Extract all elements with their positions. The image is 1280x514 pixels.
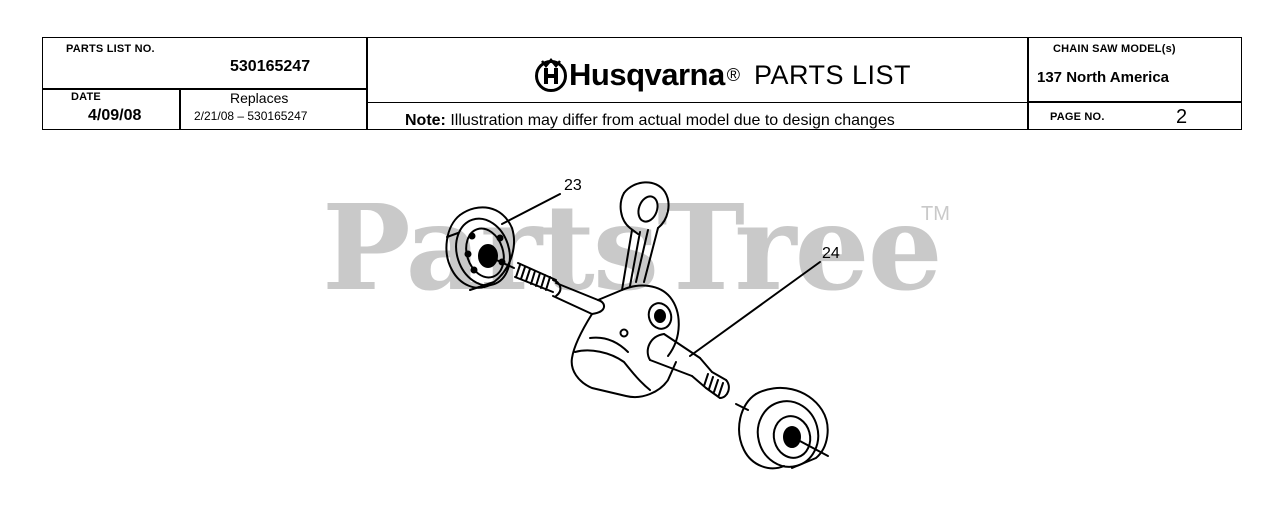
trademark-mark: TM	[921, 203, 950, 225]
leader-line-24	[689, 261, 821, 357]
title-cell: Husqvarna ® PARTS LIST Note: Illustratio…	[366, 37, 1029, 130]
page-no-value: 2	[1176, 106, 1188, 128]
brand-name: Husqvarna	[569, 57, 725, 92]
callout-23: 23	[564, 177, 582, 194]
replaces-label: Replaces	[230, 90, 289, 106]
note-text: Illustration may differ from actual mode…	[445, 112, 895, 129]
crankshaft-body	[570, 284, 680, 398]
parts-list-no-cell: PARTS LIST NO. 530165247	[42, 37, 368, 90]
leader-line-23	[501, 193, 561, 225]
illustration-note: Note: Illustration may differ from actua…	[405, 112, 895, 130]
brand-title: Husqvarna ® PARTS LIST	[533, 57, 911, 93]
page-no-cell: PAGE NO. 2	[1027, 101, 1242, 130]
model-label: CHAIN SAW MODEL(s)	[1053, 43, 1176, 55]
date-label: DATE	[71, 91, 101, 103]
note-label: Note:	[405, 112, 446, 129]
parts-list-header: PARTS LIST NO. 530165247 DATE 4/09/08 Re…	[42, 37, 1242, 130]
model-value: 137 North America	[1037, 69, 1169, 86]
bearing-lower-drawing	[735, 387, 829, 470]
registered-mark: ®	[726, 64, 740, 85]
partstree-watermark: PartsTree	[322, 178, 943, 317]
callout-24: 24	[822, 245, 840, 262]
parts-list-no-label: PARTS LIST NO.	[66, 43, 155, 55]
connecting-rod	[619, 181, 670, 291]
replaces-cell: Replaces 2/21/08 – 530165247	[179, 88, 368, 130]
model-cell: CHAIN SAW MODEL(s) 137 North America	[1027, 37, 1242, 103]
replaces-value: 2/21/08 – 530165247	[194, 109, 308, 123]
page-title: PARTS LIST	[754, 59, 912, 90]
date-value: 4/09/08	[88, 107, 142, 124]
crankshaft-left-thread	[514, 262, 605, 315]
bearing-23-drawing	[445, 206, 515, 291]
parts-list-no-value: 530165247	[230, 58, 311, 75]
husqvarna-crown-logo-icon	[535, 58, 567, 92]
title-divider	[367, 102, 1028, 103]
crankshaft-right-thread	[646, 333, 730, 399]
date-cell: DATE 4/09/08	[42, 88, 181, 130]
page-no-label: PAGE NO.	[1050, 111, 1105, 123]
